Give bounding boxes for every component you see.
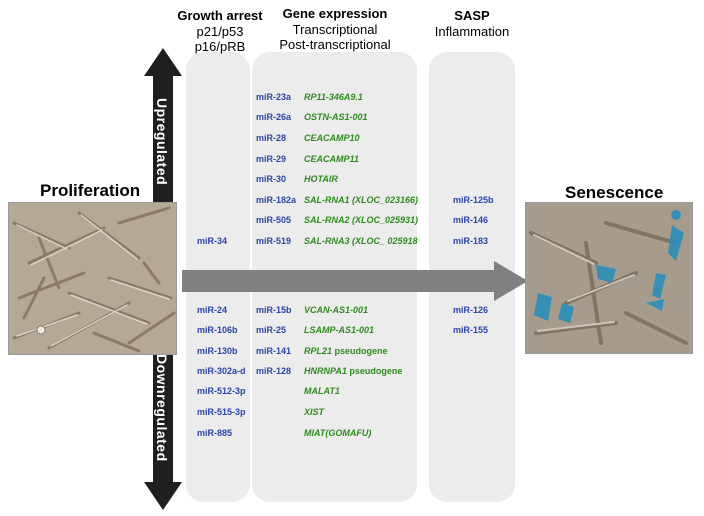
sasp-up-mirna: miR-125b: [453, 195, 494, 205]
upregulated-label: Upregulated: [154, 98, 170, 186]
gene-down-mirna: miR-15b: [256, 305, 292, 315]
gene-down-lncrna: MIAT(GOMAFU): [304, 428, 371, 438]
gene-up-mirna: miR-519: [256, 236, 292, 246]
gene-up-mirna: miR-23a: [256, 92, 292, 102]
growth-down-mirna: miR-106b: [197, 325, 238, 335]
gene-expression-title: Gene expression: [282, 6, 388, 21]
growth-arrest-sub1: p21/p53: [196, 23, 244, 39]
gene-up-mirna: miR-30: [256, 174, 287, 184]
gene-up-lncrna: HOTAIR: [304, 174, 338, 184]
gene-down-lncrna-name: MIAT(: [304, 428, 329, 438]
gene-up-mirna: miR-29: [256, 154, 287, 164]
gene-down-lncrna: HNRNPA1 pseudogene: [304, 366, 402, 376]
sasp-title: SASP: [454, 8, 490, 23]
sasp-down-mirna: miR-155: [453, 325, 489, 335]
growth-arrest-header: Growth arrest p21/p53 p16/pRB: [168, 8, 272, 55]
growth-up-mirna: miR-34: [197, 236, 228, 246]
downregulated-label: Downregulated: [154, 354, 170, 462]
gene-expression-sub1: Transcriptional: [292, 21, 378, 37]
gene-up-lncrna: SAL-RNA3 (XLOC_ 025918: [304, 236, 418, 246]
gene-up-lncrna: SAL-RNA1 (XLOC_023166): [304, 195, 419, 205]
gene-expression-sub2: Post-transcriptional: [279, 37, 391, 53]
gene-down-lncrna: MALAT1: [304, 386, 340, 396]
sasp-up-mirna: miR-146: [453, 215, 489, 225]
growth-down-mirna: miR-24: [197, 305, 228, 315]
growth-down-mirna: miR-515-3p: [197, 407, 246, 417]
gene-down-mirna: miR-25: [256, 325, 287, 335]
senescence-label: Senescence: [565, 183, 664, 202]
gene-down-lncrna: RPL21 pseudogene: [304, 346, 388, 356]
gene-down-mirna: miR-141: [256, 346, 292, 356]
transition-arrow: [182, 261, 528, 301]
gene-up-lncrna: SAL-RNA2 (XLOC_025931): [304, 215, 419, 225]
gene-down-lncrna: LSAMP-AS1-001: [304, 325, 375, 335]
sasp-up-mirna: miR-183: [453, 236, 489, 246]
gene-down-lncrna-name: HNRNPA1: [304, 366, 347, 376]
gene-down-lncrna: XIST: [304, 407, 325, 417]
gene-down-lncrna-alias: GOMAFU: [328, 428, 369, 438]
sasp-sub1: Inflammation: [434, 23, 510, 39]
growth-arrest-title: Growth arrest: [177, 8, 263, 23]
growth-down-mirna: miR-512-3p: [197, 386, 246, 396]
sasp-header: SASP Inflammation: [422, 8, 522, 39]
gene-up-lncrna: RP11-346A9.1: [304, 92, 363, 102]
growth-down-mirna: miR-130b: [197, 346, 238, 356]
gene-expression-header: Gene expression Transcriptional Post-tra…: [260, 6, 410, 53]
pseudogene-suffix: pseudogene: [346, 366, 403, 376]
sasp-down-mirna: miR-126: [453, 305, 489, 315]
gene-up-lncrna: CEACAMP11: [304, 154, 359, 164]
gene-down-lncrna: VCAN-AS1-001: [304, 305, 369, 315]
proliferation-cells-image: [8, 202, 177, 355]
gene-up-lncrna: CEACAMP10: [304, 133, 360, 143]
gene-up-mirna: miR-182a: [256, 195, 297, 205]
gene-up-lncrna: OSTN-AS1-001: [304, 112, 368, 122]
growth-down-mirna: miR-885: [197, 428, 233, 438]
gene-up-mirna: miR-26a: [256, 112, 292, 122]
growth-down-mirna: miR-302a-d: [197, 366, 246, 376]
gene-up-mirna: miR-28: [256, 133, 287, 143]
pseudogene-suffix: pseudogene: [332, 346, 388, 356]
gene-down-mirna: miR-128: [256, 366, 292, 376]
growth-arrest-sub2: p16/pRB: [194, 39, 246, 55]
senescence-cells-image: [525, 202, 693, 354]
gene-up-mirna: miR-505: [256, 215, 292, 225]
proliferation-label: Proliferation: [40, 181, 141, 200]
gene-down-lncrna-close: ): [368, 428, 372, 438]
gene-down-lncrna-name: RPL21: [304, 346, 333, 356]
